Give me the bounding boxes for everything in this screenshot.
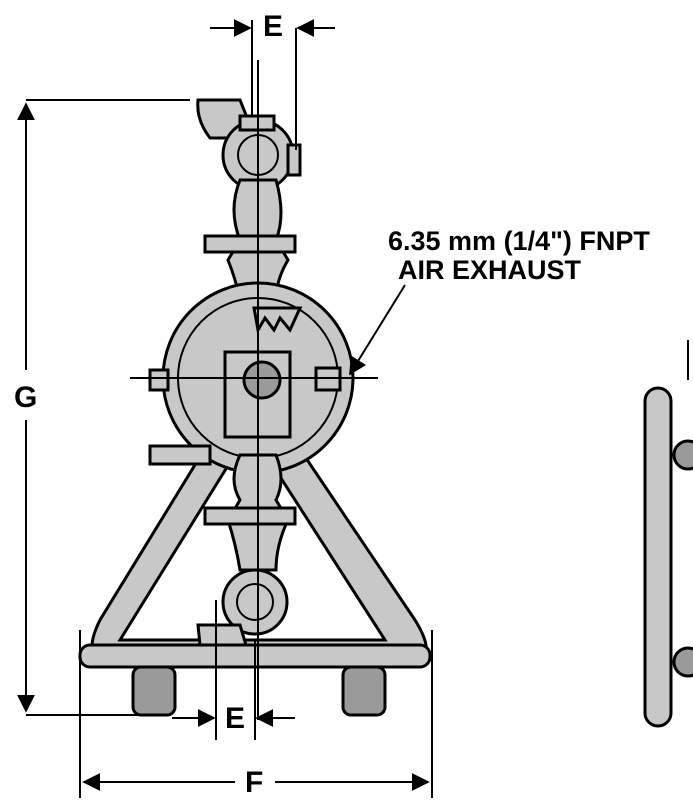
lower-clamp bbox=[203, 506, 297, 526]
dimension-g: G bbox=[14, 99, 190, 716]
inlet-elbow bbox=[221, 568, 289, 636]
inlet-elbow-inner bbox=[236, 583, 274, 621]
air-inlet bbox=[148, 444, 212, 466]
left-port bbox=[148, 368, 170, 392]
foot-right bbox=[341, 665, 387, 717]
dimension-g-label: G bbox=[14, 381, 37, 414]
dimension-f-label: F bbox=[245, 766, 263, 799]
side-bottom-boss bbox=[672, 646, 693, 678]
inlet-flange bbox=[196, 623, 249, 647]
pump-side-view bbox=[643, 340, 693, 728]
dimension-f: F bbox=[79, 630, 433, 799]
pump-front-view bbox=[78, 98, 432, 717]
air-exhaust-callout: 6.35 mm (1/4") FNPT AIR EXHAUST bbox=[349, 226, 650, 376]
center-hub bbox=[242, 360, 282, 400]
callout-line1: 6.35 mm (1/4") FNPT bbox=[388, 226, 650, 256]
w-logo bbox=[252, 306, 303, 335]
centerlines bbox=[130, 60, 378, 720]
dimension-e-bottom: E bbox=[172, 600, 295, 740]
callout-line2: AIR EXHAUST bbox=[398, 255, 582, 285]
dimension-e-top-label: E bbox=[263, 10, 283, 43]
side-top-boss bbox=[672, 439, 693, 471]
dimension-e-bottom-label: E bbox=[225, 702, 245, 735]
dimension-e-top: E bbox=[210, 10, 335, 150]
outlet-clamp-side bbox=[286, 143, 302, 177]
upper-clamp bbox=[203, 234, 297, 254]
side-frame-bar bbox=[643, 386, 673, 728]
foot-left bbox=[131, 665, 177, 717]
